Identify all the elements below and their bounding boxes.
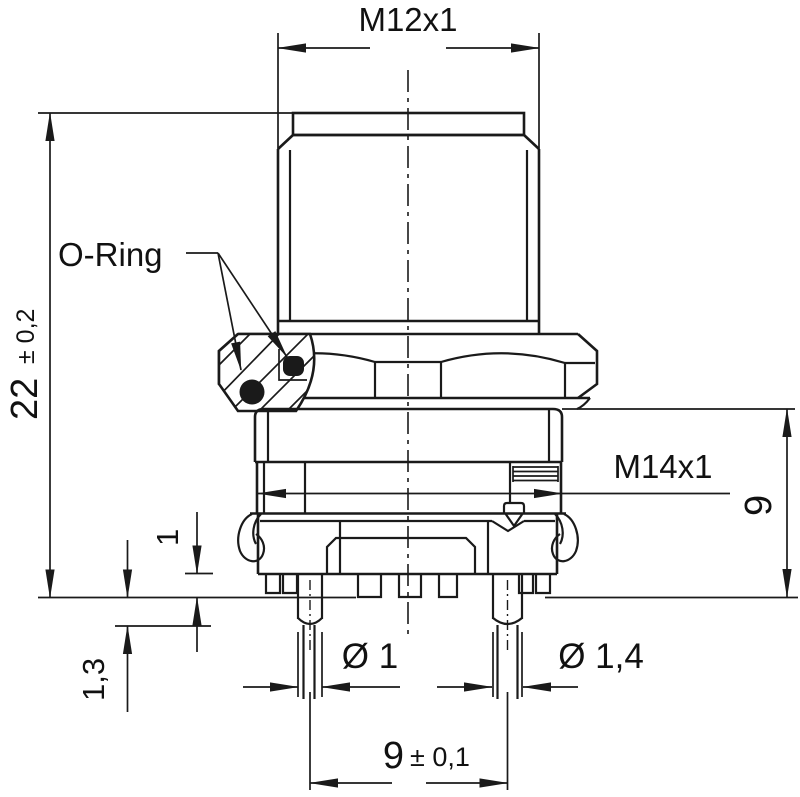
dim-pin-diameter-small: Ø 1 <box>243 637 400 692</box>
mounting-clip-left <box>237 512 266 563</box>
section-cutaway <box>217 332 316 413</box>
label-thread-mid: M14x1 <box>613 448 712 485</box>
label-thread-top: M12x1 <box>358 1 457 38</box>
label-thread-depth: 9 <box>738 495 780 516</box>
dim-m12-thread: M12x1 <box>277 1 540 150</box>
label-pin-dia-large: Ø 1,4 <box>558 637 644 676</box>
label-overall-height-tol: ± 0,2 <box>12 309 40 364</box>
contact-carrier <box>325 536 477 574</box>
dim-thread-depth: 9 <box>738 408 792 598</box>
dim-standoff: 1 <box>150 512 213 652</box>
solder-pin-left <box>296 574 324 699</box>
dim-overall-height: 22 ± 0,2 <box>4 112 293 599</box>
dim-pin-diameter-large: Ø 1,4 <box>437 637 644 692</box>
mounting-tabs <box>264 574 552 599</box>
o-ring-groove <box>278 349 307 381</box>
o-ring-small <box>283 356 304 376</box>
housing-base <box>250 512 566 576</box>
thread-runout-tab <box>502 501 526 513</box>
label-pin-shoulder: 1,3 <box>76 658 111 701</box>
label-o-ring: O-Ring <box>58 236 163 273</box>
thread-barrel-m12 <box>276 133 541 334</box>
label-pin-dia-small: Ø 1 <box>342 637 398 676</box>
label-pin-spacing-tol: ± 0,1 <box>410 742 470 772</box>
label-overall-height: 22 <box>4 378 46 420</box>
o-ring-large <box>239 379 265 405</box>
thread-section-m14 <box>255 462 563 528</box>
housing-notch <box>491 520 525 533</box>
label-o-ring-callout: O-Ring <box>58 236 288 371</box>
mounting-clip-right <box>550 512 579 563</box>
flange <box>253 407 795 464</box>
label-standoff: 1 <box>150 529 185 546</box>
solder-pin-right <box>491 574 524 699</box>
dim-pin-shoulder: 1,3 <box>76 540 211 712</box>
dim-m14-thread: M14x1 <box>257 448 730 499</box>
label-pin-spacing: 9 <box>383 735 404 777</box>
dim-pin-spacing: 9 ± 0,1 <box>309 692 509 790</box>
